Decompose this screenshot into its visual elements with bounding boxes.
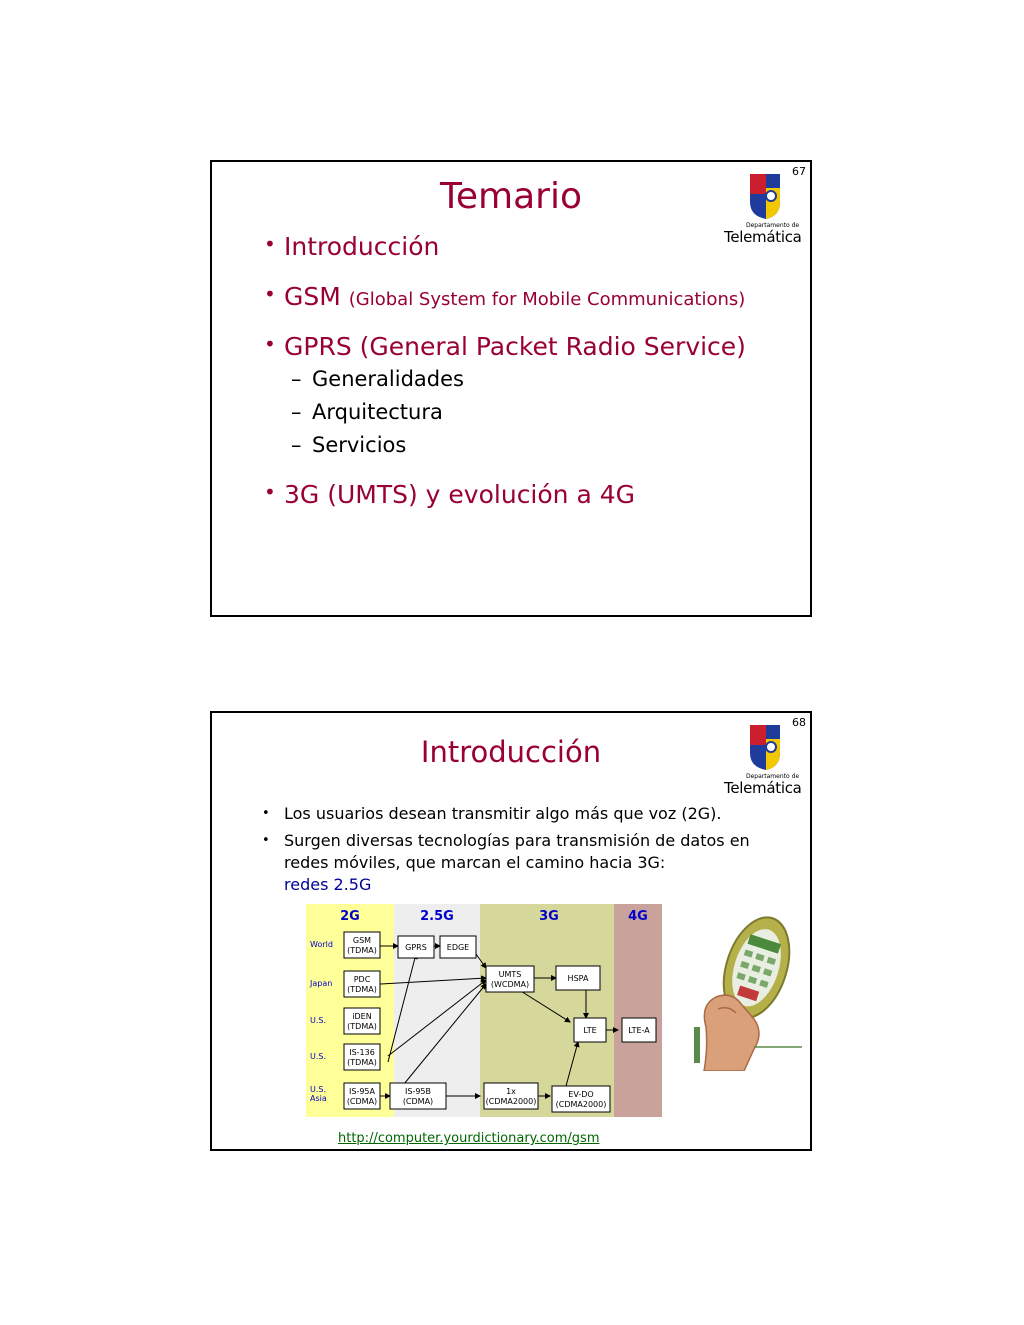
column-header-3g: 3G: [539, 909, 559, 924]
box-1x-line1: 1x: [506, 1087, 516, 1096]
agenda-item-3g: 3G (UMTS) y evolución a 4G: [254, 480, 746, 509]
logo-big-text: Telemática: [724, 779, 802, 797]
intro-list: Los usuarios desean transmitir algo más …: [254, 803, 754, 901]
box-pdc-line1: PDC: [354, 975, 371, 984]
box-edge: EDGE: [447, 943, 469, 952]
source-link[interactable]: http://computer.yourdictionary.com/gsm: [338, 1131, 600, 1146]
box-1x-line2: (CDMA2000): [486, 1097, 537, 1106]
column-3g-bg: [480, 904, 614, 1117]
row-label-world: World: [310, 940, 333, 949]
row-label-us-3: U.S.: [310, 1085, 326, 1094]
phone-in-hand-image: [694, 916, 802, 1071]
logo-emblem-icon: [750, 725, 780, 770]
row-label-us-2: U.S.: [310, 1052, 326, 1061]
box-is95b-line1: IS-95B: [405, 1087, 431, 1096]
slide-67: 67 Departamento de Telemática Temario In…: [210, 160, 812, 617]
row-label-asia: Asia: [310, 1094, 327, 1103]
agenda-item-intro: Introducción: [254, 232, 746, 282]
slide-68: 68 Departamento de Telemática Introducci…: [210, 711, 812, 1151]
box-iden-line1: iDEN: [352, 1012, 371, 1021]
evolution-diagram: 2G 2.5G 3G 4G World Japan U.S. U.S. U.S.…: [306, 904, 662, 1117]
box-is136-line2: (TDMA): [347, 1058, 377, 1067]
box-is95a-line2: (CDMA): [347, 1097, 377, 1106]
subitem-servicios: Servicios: [284, 433, 746, 466]
logo-small-text: Departamento de: [746, 222, 800, 229]
gsm-expansion: (Global System for Mobile Communications…: [348, 289, 746, 310]
box-gsm-line1: GSM: [353, 936, 371, 945]
agenda-item-gsm: GSM (Global System for Mobile Communicat…: [254, 282, 746, 332]
box-lte: LTE: [583, 1026, 596, 1035]
box-pdc-line2: (TDMA): [347, 985, 377, 994]
column-4g-bg: [614, 904, 662, 1117]
intro-item-technologies: Surgen diversas tecnologías para transmi…: [254, 830, 754, 896]
box-is95b-line2: (CDMA): [403, 1097, 433, 1106]
telematica-logo: Departamento de Telemática: [724, 723, 806, 797]
subitem-arquitectura: Arquitectura: [284, 400, 746, 433]
box-is95a-line1: IS-95A: [349, 1087, 376, 1096]
box-hspa: HSPA: [568, 974, 589, 983]
column-header-4g: 4G: [628, 909, 648, 924]
highlight-25g: redes 2.5G: [284, 875, 372, 894]
slide-title: Temario: [440, 176, 582, 217]
logo-small-text: Departamento de: [746, 773, 800, 780]
logo-emblem-icon: [750, 174, 780, 219]
subitem-generalidades: Generalidades: [284, 367, 746, 400]
box-gsm-line2: (TDMA): [347, 946, 377, 955]
gprs-sublist: Generalidades Arquitectura Servicios: [284, 367, 746, 466]
box-evdo-line1: EV-DO: [568, 1090, 593, 1099]
box-evdo-line2: (CDMA2000): [556, 1100, 607, 1109]
box-iden-line2: (TDMA): [347, 1022, 377, 1031]
row-label-us-1: U.S.: [310, 1016, 326, 1025]
row-label-japan: Japan: [309, 979, 332, 988]
box-umts-line2: (WCDMA): [491, 980, 529, 989]
box-gprs: GPRS: [405, 943, 427, 952]
box-is136-line1: IS-136: [349, 1048, 375, 1057]
box-umts-line1: UMTS: [499, 970, 522, 979]
intro-item-users: Los usuarios desean transmitir algo más …: [254, 803, 754, 825]
slide-number: 67: [792, 165, 806, 178]
agenda-item-gprs: GPRS (General Packet Radio Service) Gene…: [254, 332, 746, 480]
slide-number: 68: [792, 716, 806, 729]
box-ltea: LTE-A: [628, 1026, 650, 1035]
slide-title: Introducción: [420, 735, 602, 769]
column-header-2g: 2G: [340, 909, 360, 924]
column-header-25g: 2.5G: [420, 909, 454, 924]
agenda-list: Introducción GSM (Global System for Mobi…: [254, 232, 746, 509]
